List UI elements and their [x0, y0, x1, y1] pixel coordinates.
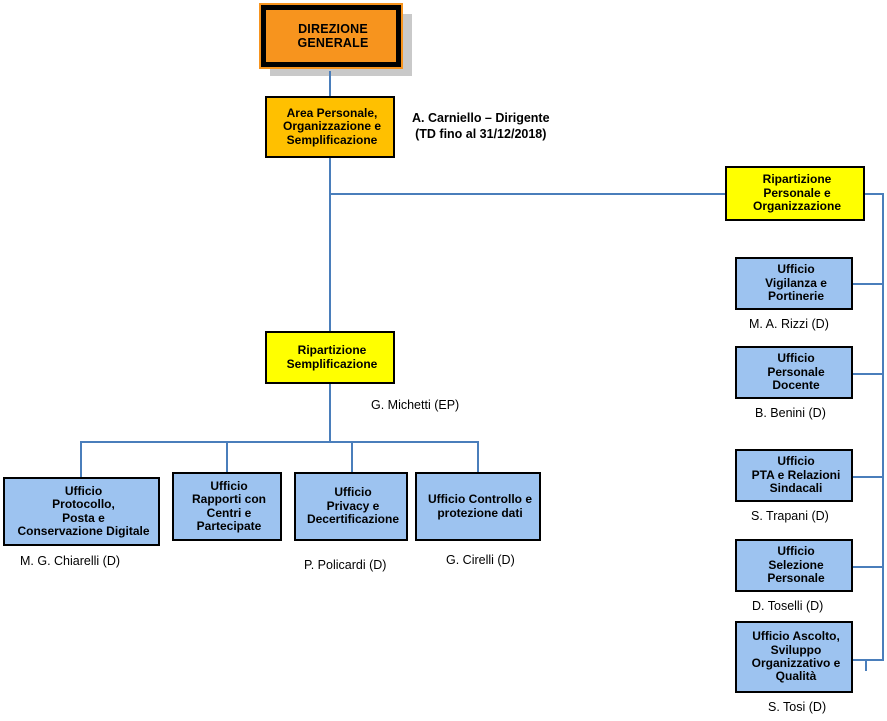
connector-drop-rapporti	[226, 441, 228, 472]
connector-stub-selezione	[851, 566, 884, 568]
ufficio-selezione-line2: Selezione	[768, 557, 824, 572]
connector-personale-trunk	[882, 193, 884, 660]
caption-tosi: S. Tosi (D)	[768, 700, 827, 714]
ufficio-protocollo-line3: Posta e	[62, 510, 105, 525]
node-ufficio-ascolto[interactable]: Ufficio Ascolto, Sviluppo Organizzativo …	[735, 621, 853, 693]
node-ufficio-selezione[interactable]: Ufficio Selezione Personale	[735, 539, 853, 592]
ufficio-controllo-line1: Ufficio Controllo e	[428, 492, 532, 507]
ufficio-protocollo-line2: Protocollo,	[52, 497, 115, 512]
ripartizione-personale-line3: Organizzazione	[752, 199, 841, 214]
connector-semplificazione-trunk	[329, 384, 331, 442]
ufficio-ascolto-line3: Organizzativo e	[751, 656, 841, 670]
connector-area-to-ripartizione-personale	[329, 193, 725, 195]
ufficio-privacy-line3: Decertificazione	[306, 512, 400, 527]
area-personale-line2: Organizzazione e	[282, 119, 382, 134]
ufficio-ascolto-line1: Ufficio Ascolto,	[752, 629, 840, 644]
connector-stub-ripartizione-personale	[855, 193, 884, 195]
caption-rizzi: M. A. Rizzi (D)	[749, 317, 829, 331]
ufficio-rapporti-line4: Partecipate	[196, 518, 262, 533]
ufficio-pta-line3: Sindacali	[769, 481, 823, 496]
caption-carniello: A. Carniello – Dirigente (TD fino al 31/…	[412, 111, 550, 142]
ufficio-selezione-line1: Ufficio	[777, 544, 815, 559]
ripartizione-semplificazione-line2: Semplificazione	[286, 356, 378, 371]
ufficio-ascolto-line4: Qualità	[775, 669, 817, 684]
area-personale-line3: Semplificazione	[286, 132, 378, 147]
connector-stub-ascolto-tick	[865, 659, 867, 671]
node-area-personale[interactable]: Area Personale, Organizzazione e Semplif…	[265, 96, 395, 158]
ufficio-ascolto-line2: Sviluppo	[770, 642, 822, 657]
node-ufficio-pta[interactable]: Ufficio PTA e Relazioni Sindacali	[735, 449, 853, 502]
connector-dg-to-area	[329, 71, 331, 96]
node-ufficio-vigilanza[interactable]: Ufficio Vigilanza e Portinerie	[735, 257, 853, 310]
ufficio-privacy-line1: Ufficio	[334, 485, 372, 500]
ripartizione-personale-line1: Ripartizione	[762, 172, 832, 187]
ufficio-personale-docente-line2: Personale	[767, 364, 825, 379]
caption-michetti: G. Michetti (EP)	[371, 398, 460, 412]
ufficio-protocollo-line4: Conservazione Digitale	[17, 523, 150, 538]
node-ufficio-personale-docente[interactable]: Ufficio Personale Docente	[735, 346, 853, 399]
connector-stub-pta	[851, 476, 884, 478]
node-ufficio-protocollo[interactable]: Ufficio Protocollo, Posta e Conservazion…	[3, 477, 160, 546]
caption-carniello-line2: (TD fino al 31/12/2018)	[415, 126, 547, 141]
ufficio-controllo-line2: protezione dati	[437, 505, 523, 520]
connector-drop-privacy	[351, 441, 353, 472]
ufficio-personale-docente-line1: Ufficio	[777, 351, 815, 366]
ufficio-rapporti-line2: Rapporti con	[192, 492, 266, 507]
node-ripartizione-semplificazione[interactable]: Ripartizione Semplificazione	[265, 331, 395, 384]
direzione-generale-line1: DIREZIONE	[298, 22, 368, 36]
connector-drop-controllo	[477, 441, 479, 472]
caption-trapani: S. Trapani (D)	[751, 509, 829, 523]
ufficio-vigilanza-line3: Portinerie	[767, 289, 824, 304]
connector-drop-protocollo	[80, 441, 82, 478]
node-ufficio-controllo[interactable]: Ufficio Controllo e protezione dati	[415, 472, 541, 541]
connector-area-trunk	[329, 158, 331, 355]
ufficio-rapporti-line3: Centri e	[206, 505, 252, 520]
caption-toselli: D. Toselli (D)	[752, 599, 824, 613]
node-direzione-generale[interactable]: DIREZIONE GENERALE	[259, 3, 403, 69]
caption-benini: B. Benini (D)	[755, 406, 826, 420]
caption-cirelli: G. Cirelli (D)	[446, 553, 515, 567]
connector-stub-vigilanza	[851, 283, 884, 285]
ufficio-pta-line2: PTA e Relazioni	[751, 467, 841, 482]
caption-carniello-line1: A. Carniello – Dirigente	[412, 111, 550, 125]
node-ufficio-privacy[interactable]: Ufficio Privacy e Decertificazione	[294, 472, 408, 541]
ripartizione-semplificazione-line1: Ripartizione	[297, 343, 367, 358]
ufficio-privacy-line2: Privacy e	[326, 498, 380, 513]
area-personale-line1: Area Personale,	[286, 105, 378, 120]
ufficio-protocollo-line1: Ufficio	[64, 483, 103, 498]
caption-policardi: P. Policardi (D)	[304, 558, 387, 572]
ufficio-vigilanza-line2: Vigilanza e	[765, 275, 827, 290]
node-ripartizione-personale[interactable]: Ripartizione Personale e Organizzazione	[725, 166, 865, 221]
ufficio-vigilanza-line1: Ufficio	[777, 262, 815, 277]
ufficio-pta-line1: Ufficio	[777, 454, 815, 469]
connector-stub-personale-docente	[851, 373, 884, 375]
ufficio-selezione-line3: Personale	[767, 571, 825, 586]
node-ufficio-rapporti[interactable]: Ufficio Rapporti con Centri e Partecipat…	[172, 472, 282, 541]
connector-offices-bar	[80, 441, 479, 443]
ufficio-rapporti-line1: Ufficio	[210, 478, 248, 493]
direzione-generale-line2: GENERALE	[297, 36, 369, 50]
ufficio-personale-docente-line3: Docente	[772, 378, 820, 393]
caption-chiarelli: M. G. Chiarelli (D)	[20, 554, 121, 568]
connector-stub-ascolto	[851, 659, 884, 661]
ripartizione-personale-line2: Personale e	[763, 185, 831, 200]
